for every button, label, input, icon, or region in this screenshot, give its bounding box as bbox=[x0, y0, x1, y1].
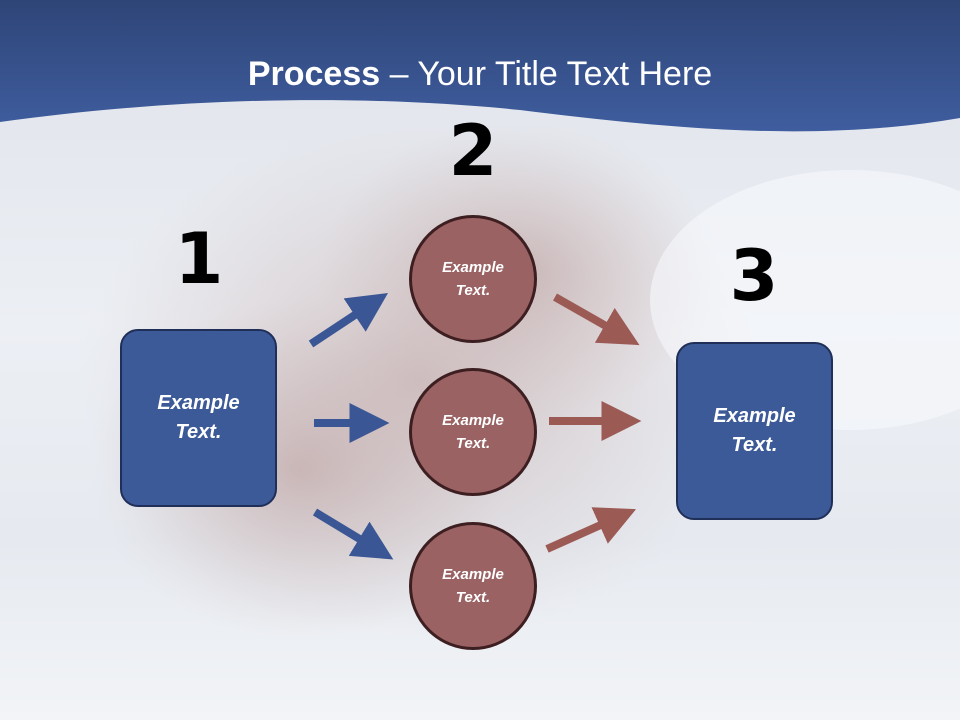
left-box-text: Example Text. bbox=[157, 392, 240, 443]
step-number-2: 2 bbox=[448, 110, 498, 192]
left-process-box[interactable]: Example Text. bbox=[120, 329, 277, 507]
process-circle-2[interactable]: Example Text. bbox=[409, 368, 537, 496]
process-circle-1[interactable]: Example Text. bbox=[409, 215, 537, 343]
right-box-text: Example Text. bbox=[713, 405, 796, 456]
slide-title: Process – Your Title Text Here bbox=[0, 52, 960, 96]
title-bold: Process bbox=[247, 55, 381, 93]
circle-2-text: Example Text. bbox=[442, 412, 504, 452]
arrow-to-circle-1 bbox=[308, 293, 389, 348]
arrow-to-circle-3 bbox=[312, 508, 394, 560]
circle-3-text: Example Text. bbox=[442, 566, 504, 606]
header-band bbox=[0, 0, 960, 132]
title-rest: – Your Title Text Here bbox=[380, 55, 713, 93]
right-process-box[interactable]: Example Text. bbox=[676, 342, 833, 520]
process-circle-3[interactable]: Example Text. bbox=[409, 522, 537, 650]
circle-1-text: Example Text. bbox=[442, 259, 504, 299]
arrow-from-circle-3 bbox=[545, 507, 637, 553]
step-number-1: 1 bbox=[174, 218, 224, 300]
arrow-from-circle-1 bbox=[553, 293, 640, 346]
step-number-3: 3 bbox=[729, 235, 779, 317]
